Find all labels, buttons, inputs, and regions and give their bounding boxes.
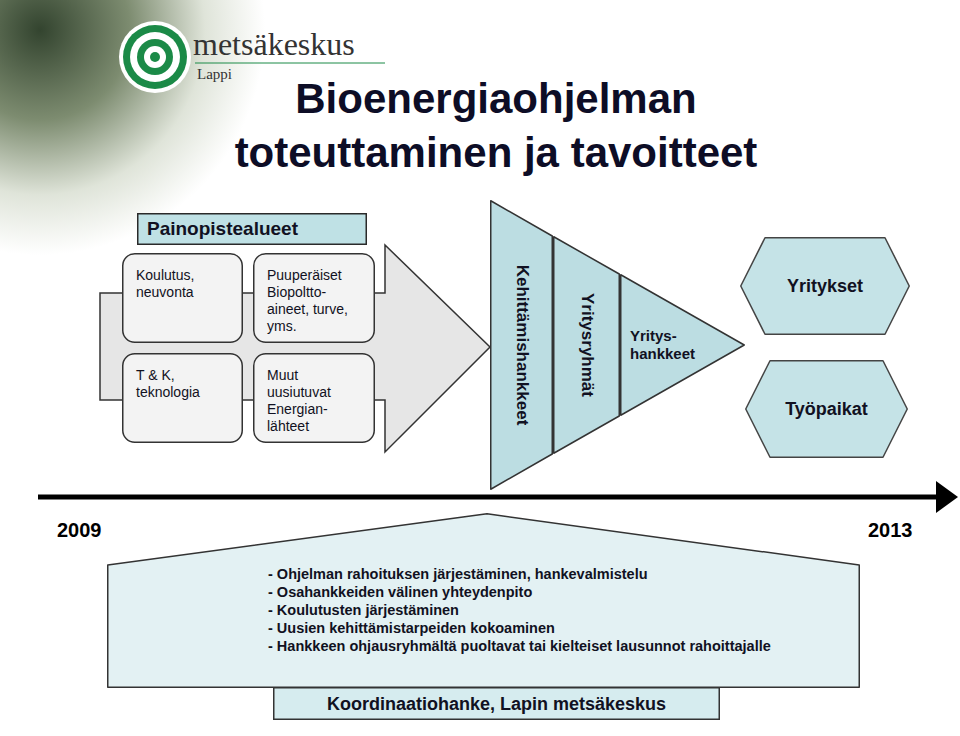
node-label: Puuperäiset Biopoltto- aineet, turve, ym… — [267, 267, 353, 335]
funnel-tip: Yritys- hankkeet — [620, 274, 745, 416]
focus-area-box: T & K, teknologia — [122, 353, 243, 443]
node-fill — [123, 354, 243, 443]
node-text-group: T & K, teknologia — [136, 367, 222, 401]
task-house: - Ohjelman rahoituksen järjestäminen, ha… — [107, 513, 860, 688]
node-text-group: Puuperäiset Biopoltto- aineet, turve, ym… — [267, 267, 353, 335]
node-label: Koulutus, neuvonta — [136, 267, 222, 301]
node-label: T & K, teknologia — [136, 367, 222, 401]
logo-rule — [195, 63, 385, 64]
node-fill — [254, 254, 375, 343]
node-fill — [554, 237, 620, 454]
node-label: - Koulutusten järjestäminen — [268, 601, 788, 619]
timeline-arrowhead — [936, 481, 958, 513]
node-label: - Ohjelman rahoituksen järjestäminen, ha… — [268, 565, 788, 583]
logo-ring — [144, 46, 166, 68]
node-text-group: Painopistealueet — [147, 218, 298, 240]
node-text-group: Yritykset — [787, 275, 863, 297]
node-label: Painopistealueet — [147, 218, 298, 240]
section-header-box: Painopistealueet — [137, 213, 367, 245]
node-label: Muut uusiutuvat Energian- lähteet — [267, 367, 353, 435]
logo-mark — [119, 21, 191, 93]
logo-region: Lappi — [197, 66, 232, 82]
node-label: Yritykset — [787, 275, 863, 297]
logo-ring — [137, 39, 173, 75]
node-fill — [741, 238, 910, 335]
focus-area-box: Muut uusiutuvat Energian- lähteet — [253, 353, 375, 443]
node-outline — [107, 513, 860, 688]
node-fill — [746, 361, 908, 458]
node-fill — [254, 354, 375, 443]
node-label: Yritys- hankkeet — [630, 327, 702, 363]
node-label: Koordinaatiohanke, Lapin metsäkeskus — [327, 693, 666, 715]
node-fill — [123, 254, 243, 343]
diagram-title: Bioenergiaohjelman toteuttaminen ja tavo… — [151, 72, 841, 180]
node-label: - Uusien kehittämistarpeiden kokoaminen — [268, 619, 788, 637]
funnel-section: Yritysryhmät — [553, 236, 620, 454]
timeline-year: 2013 — [868, 518, 913, 542]
node-fill — [621, 275, 745, 416]
node-text-group: Muut uusiutuvat Energian- lähteet — [267, 367, 353, 435]
logo-ring — [150, 52, 160, 62]
node-fill — [138, 214, 367, 245]
node-text-group: Yritys- hankkeet — [630, 327, 702, 363]
logo-ring — [130, 32, 180, 82]
node-text-group: Koulutus, neuvonta — [136, 267, 222, 301]
node-label: Kehittämishankkeet — [512, 265, 532, 426]
node-label: Yritysryhmät — [577, 293, 597, 397]
node-label: - Osahankkeiden välinen yhteydenpito — [268, 583, 788, 601]
node-label: - Hankkeen ohjausryhmältä puoltavat tai … — [268, 637, 788, 655]
timeline-axis — [38, 495, 940, 500]
node-label: Työpaikat — [785, 398, 868, 420]
block-arrow — [100, 245, 490, 452]
funnel-section: Kehittämishankkeet — [490, 200, 553, 490]
timeline-year: 2009 — [57, 518, 102, 542]
node-fill — [274, 688, 720, 720]
coordination-box: Koordinaatiohanke, Lapin metsäkeskus — [273, 687, 720, 720]
node-text-group: Koordinaatiohanke, Lapin metsäkeskus — [327, 693, 666, 715]
logo-ring — [123, 25, 187, 89]
logo-ground — [119, 21, 191, 93]
node-text-group: - Ohjelman rahoituksen järjestäminen, ha… — [268, 565, 788, 655]
result-hexagon: Yritykset — [740, 237, 910, 335]
node-fill — [108, 514, 860, 688]
focus-area-box: Puuperäiset Biopoltto- aineet, turve, ym… — [253, 253, 375, 343]
node-text-group: Työpaikat — [785, 398, 868, 420]
node-fill — [491, 201, 553, 490]
logo-wordmark: metsäkeskus — [193, 28, 355, 60]
result-hexagon: Työpaikat — [745, 360, 908, 458]
focus-area-box: Koulutus, neuvonta — [122, 253, 243, 343]
